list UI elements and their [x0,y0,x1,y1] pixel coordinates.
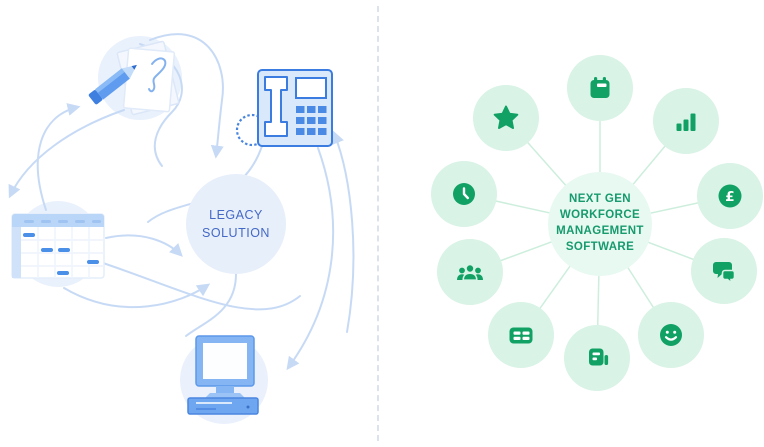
nextgen-label-line1: NEXT GEN [569,193,631,206]
chat-icon [713,262,736,286]
satellite-table [488,302,554,368]
calendar-icon [590,77,610,98]
nextgen-label-line4: SOFTWARE [565,240,635,253]
tangled-arrows [8,33,355,371]
bar-chart-icon [676,113,696,131]
nextgen-label-line2: WORKFORCE [559,209,641,222]
nextgen-hub-circle: NEXT GEN WORKFORCE MANAGEMENT SOFTWARE [548,172,652,276]
satellite-chat [691,238,757,304]
satellite-bar-chart [653,88,719,154]
legacy-illustration [8,33,355,424]
people-icon [457,263,483,281]
satellite-calendar [567,55,633,121]
satellite-clock [431,161,497,227]
satellite-people [437,239,503,305]
telephone-icon [235,69,333,147]
smiley-icon [660,324,682,346]
clock-icon [453,183,475,205]
divider-line [377,6,379,441]
legacy-solution-circle: LEGACY SOLUTION [186,174,286,274]
star-icon [493,105,519,129]
table-icon [509,327,533,344]
legacy-label-line2: SOLUTION [202,226,270,240]
satellite-star [473,85,539,151]
schedule-table-icon [11,213,105,279]
satellite-smiley [638,302,704,368]
satellite-pound: £ [697,163,763,229]
desktop-computer-icon [187,335,259,415]
svg-text:£: £ [725,189,734,205]
report-icon [589,348,609,366]
pound-icon: £ [718,184,742,208]
nextgen-label-line3: MANAGEMENT [556,225,644,237]
pencil-and-paper-icon [88,40,180,116]
legacy-label-line1: LEGACY [209,207,263,222]
satellite-report [564,325,630,391]
